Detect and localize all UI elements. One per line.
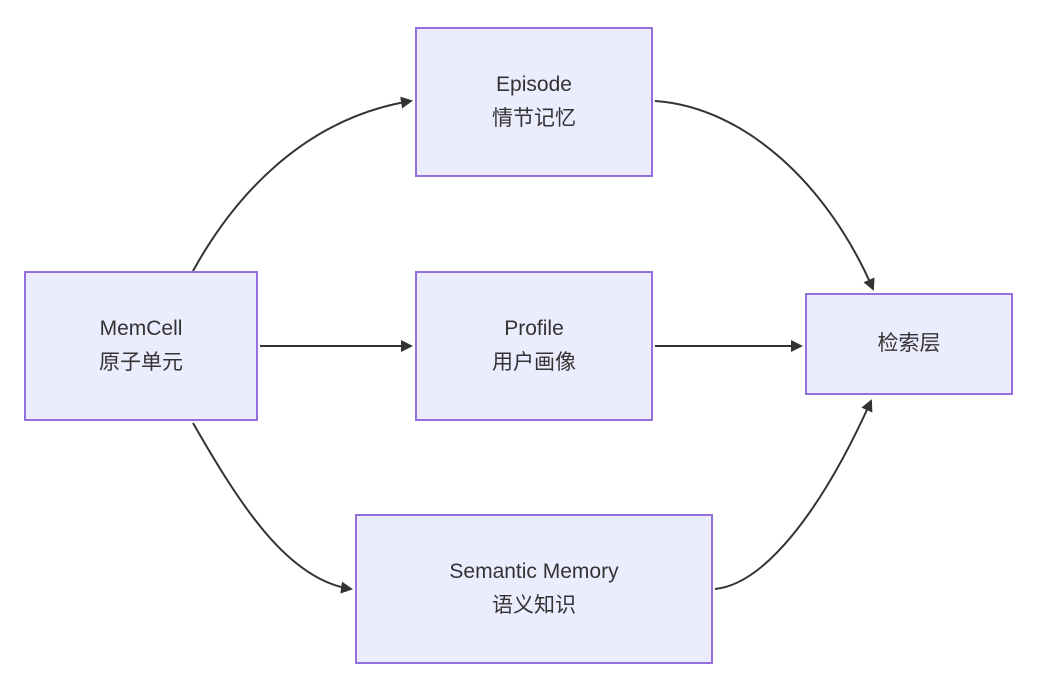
node-episode-subtitle: 情节记忆 xyxy=(492,107,576,130)
node-profile-subtitle: 用户画像 xyxy=(492,351,576,374)
node-retrieval: 检索层 xyxy=(805,293,1013,395)
node-episode-title: Episode xyxy=(496,72,572,96)
node-semantic-subtitle: 语义知识 xyxy=(492,594,576,617)
node-profile-title: Profile xyxy=(504,316,564,340)
edge-memcell-episode xyxy=(192,96,413,272)
node-semantic: Semantic Memory 语义知识 xyxy=(355,514,713,664)
node-memcell-subtitle: 原子单元 xyxy=(99,351,183,374)
node-memcell: MemCell 原子单元 xyxy=(24,271,258,421)
node-profile: Profile 用户画像 xyxy=(415,271,653,421)
edge-semantic-retrieval xyxy=(714,399,873,590)
edge-episode-retrieval xyxy=(654,100,875,291)
edge-memcell-semantic xyxy=(192,422,353,594)
node-semantic-title: Semantic Memory xyxy=(449,559,619,583)
node-episode: Episode 情节记忆 xyxy=(415,27,653,177)
node-memcell-title: MemCell xyxy=(99,316,183,340)
node-retrieval-title: 检索层 xyxy=(877,331,941,355)
